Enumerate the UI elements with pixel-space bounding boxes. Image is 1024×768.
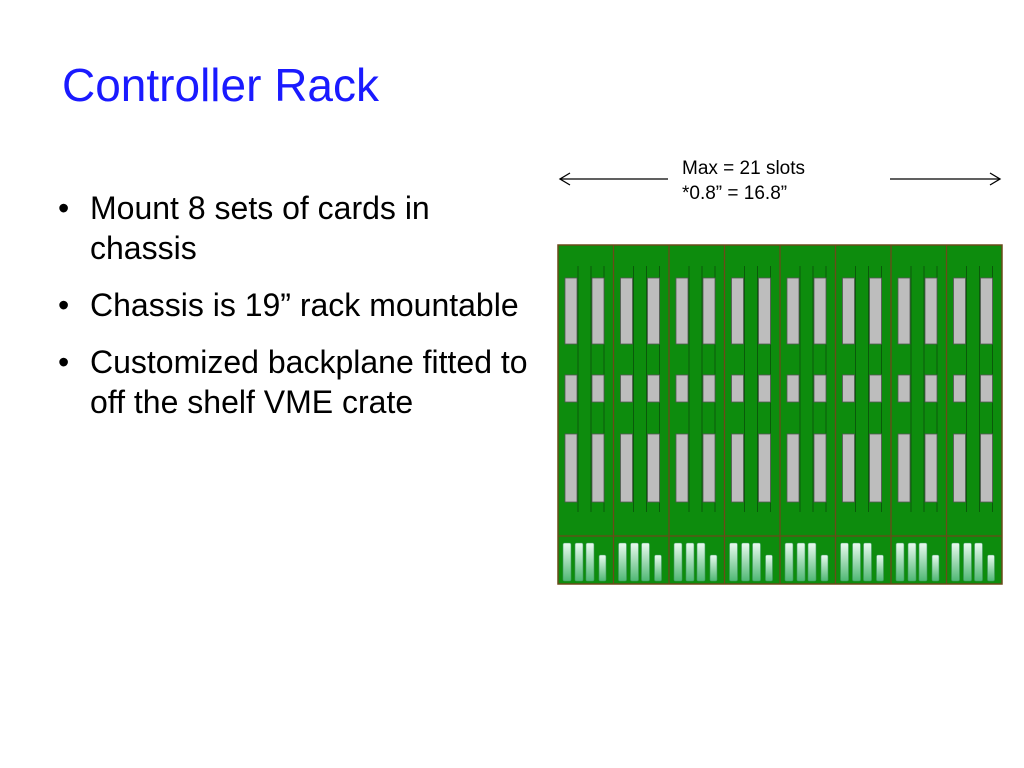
card-connector: [980, 374, 993, 403]
led-indicator: [685, 542, 695, 582]
card-connector: [897, 277, 911, 345]
left-arrow: [558, 172, 668, 186]
led-indicator: [673, 542, 683, 582]
card-connector: [731, 277, 744, 345]
card-connector: [564, 374, 578, 403]
bullet-item: • Chassis is 19” rack mountable: [52, 285, 542, 325]
card-connector: [647, 374, 660, 403]
led-indicator: [796, 542, 806, 582]
led-indicator: [618, 542, 627, 582]
led-indicator: [696, 542, 706, 582]
card-connector: [813, 433, 827, 503]
led-indicator: [931, 554, 940, 582]
card-connector: [980, 277, 993, 345]
card-connector: [869, 433, 882, 503]
led-indicator: [741, 542, 750, 582]
card-connector: [758, 374, 771, 403]
card-connector: [620, 433, 633, 503]
led-indicator: [598, 554, 607, 582]
card-connector: [731, 374, 744, 403]
bullet-item: • Customized backplane fitted to off the…: [52, 342, 542, 422]
card-connector: [758, 277, 771, 345]
bullet-list: • Mount 8 sets of cards in chassis • Cha…: [52, 188, 542, 439]
card-connector: [953, 277, 966, 345]
led-indicator: [752, 542, 761, 582]
dimension-label: Max = 21 slots *0.8” = 16.8”: [682, 156, 805, 206]
led-indicator: [987, 554, 995, 582]
led-indicator: [852, 542, 861, 582]
bullet-text: Customized backplane fitted to off the s…: [90, 344, 528, 420]
led-indicator: [765, 554, 773, 582]
card-connector: [591, 277, 605, 345]
led-indicator: [562, 542, 572, 582]
card-connector: [702, 433, 716, 503]
led-indicator: [641, 542, 650, 582]
led-indicator: [863, 542, 872, 582]
card-connector: [620, 374, 633, 403]
card-connector: [980, 433, 993, 503]
led-indicator: [729, 542, 738, 582]
card-connector: [675, 277, 689, 345]
card-connector: [591, 374, 605, 403]
rack-chassis-diagram: [557, 244, 1003, 585]
led-indicator: [907, 542, 917, 582]
card-connector: [953, 374, 966, 403]
led-indicator: [820, 554, 829, 582]
bullet-item: • Mount 8 sets of cards in chassis: [52, 188, 542, 268]
card-connector: [675, 433, 689, 503]
card-sets: [558, 245, 1002, 584]
card-connector: [675, 374, 689, 403]
bullet-text: Mount 8 sets of cards in chassis: [90, 190, 430, 266]
right-arrow: [890, 172, 1002, 186]
led-indicator: [951, 542, 960, 582]
led-indicator: [918, 542, 928, 582]
card-connector: [842, 433, 855, 503]
slide-title: Controller Rack: [62, 59, 379, 111]
card-connector: [924, 433, 938, 503]
card-connector: [924, 277, 938, 345]
card-connector: [564, 433, 578, 503]
card-connector: [786, 277, 800, 345]
bullet-text: Chassis is 19” rack mountable: [90, 287, 519, 323]
bullet-marker: •: [58, 344, 70, 380]
card-connector: [897, 433, 911, 503]
led-indicator: [840, 542, 849, 582]
card-connector: [620, 277, 633, 345]
led-indicator: [630, 542, 639, 582]
card-connector: [842, 277, 855, 345]
led-indicator: [654, 554, 662, 582]
card-connector: [813, 374, 827, 403]
led-indicator: [784, 542, 794, 582]
card-connector: [869, 374, 882, 403]
led-indicator: [963, 542, 972, 582]
led-indicator: [895, 542, 905, 582]
card-connector: [786, 433, 800, 503]
card-connector: [647, 433, 660, 503]
card-connector: [869, 277, 882, 345]
dimension-arrows: [558, 172, 1002, 186]
card-connector: [591, 433, 605, 503]
card-connector: [953, 433, 966, 503]
card-connector: [564, 277, 578, 345]
card-connector: [786, 374, 800, 403]
bullet-marker: •: [58, 190, 70, 226]
card-connector: [702, 374, 716, 403]
dimension-label-line1: Max = 21 slots: [682, 158, 806, 179]
card-connector: [731, 433, 744, 503]
card-connector: [842, 374, 855, 403]
led-indicator: [709, 554, 718, 582]
card-connector: [702, 277, 716, 345]
bullet-marker: •: [58, 287, 70, 323]
card-connector: [647, 277, 660, 345]
led-indicator: [876, 554, 884, 582]
led-indicator: [974, 542, 983, 582]
card-connector: [897, 374, 911, 403]
dimension-label-line2: *0.8” = 16.8”: [682, 183, 788, 204]
led-indicator: [585, 542, 595, 582]
led-indicator: [807, 542, 817, 582]
card-connector: [813, 277, 827, 345]
led-indicator: [574, 542, 584, 582]
card-connector: [924, 374, 938, 403]
card-connector: [758, 433, 771, 503]
